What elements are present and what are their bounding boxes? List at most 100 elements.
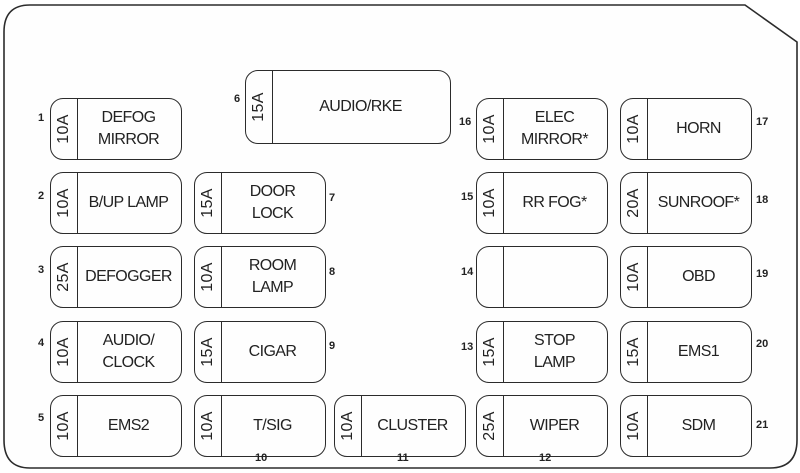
fuse-2: 10A B/UP LAMP — [50, 172, 182, 234]
fuse-17: 10A HORN — [620, 98, 752, 160]
fuse-amperage: 10A — [481, 188, 498, 218]
fuse-number: 2 — [38, 190, 45, 202]
fuse-number: 21 — [756, 419, 769, 431]
fuse-amperage-cell: 10A — [195, 247, 222, 307]
fuse-number: 9 — [329, 340, 336, 352]
fuse-number: 16 — [459, 116, 472, 128]
fuse-amperage-cell: 15A — [195, 322, 222, 382]
fuse-number: 20 — [756, 338, 769, 350]
fuse-amperage-cell: 10A — [335, 396, 362, 456]
fuse-amperage: 10A — [199, 262, 216, 292]
fuse-amperage-cell: 10A — [621, 99, 648, 159]
fuse-number: 17 — [756, 116, 769, 128]
fuse-circuit-label: RR FOG* — [522, 194, 587, 211]
fuse-3: 25A DEFOGGER — [50, 246, 182, 308]
fuse-amperage: 10A — [625, 411, 642, 441]
fuse-12: 25A WIPER — [476, 395, 608, 457]
fuse-number: 19 — [756, 268, 769, 280]
fuse-amperage-cell: 10A — [51, 173, 78, 233]
fuse-amperage: 10A — [55, 337, 72, 367]
fuse-4: 10A AUDIO/ CLOCK — [50, 321, 182, 383]
fuse-number: 11 — [397, 452, 409, 464]
fuse-circuit-label: WIPER — [529, 417, 580, 434]
fuse-amperage-cell: 10A — [195, 396, 222, 456]
fuse-amperage: 15A — [625, 337, 642, 367]
fuse-number: 4 — [38, 337, 45, 349]
fuse-amperage-cell — [477, 247, 504, 307]
fuse-circuit-label: B/UP LAMP — [88, 194, 169, 211]
fuse-number: 5 — [38, 412, 45, 424]
fuse-10: 10A T/SIG — [194, 395, 326, 457]
fuse-circuit-label: DEFOG MIRROR — [97, 109, 160, 148]
fuse-circuit-label — [504, 247, 605, 307]
fuse-15: 10A RR FOG* — [476, 172, 608, 234]
fuse-circuit-label: DOOR LOCK — [249, 183, 296, 222]
fuse-7: 15A DOOR LOCK — [194, 172, 326, 234]
fuse-amperage-cell: 15A — [477, 322, 504, 382]
fuse-number: 12 — [539, 452, 552, 464]
fuse-number: 1 — [38, 112, 45, 124]
fuse-circuit-label: CIGAR — [248, 343, 297, 360]
fuse-18: 20A SUNROOF* — [620, 172, 752, 234]
fuse-8: 10A ROOM LAMP — [194, 246, 326, 308]
fuse-amperage: 10A — [339, 411, 356, 441]
fuse-circuit-label: CLUSTER — [377, 417, 448, 434]
fuse-amperage-cell: 10A — [477, 173, 504, 233]
fuse-amperage-cell: 10A — [621, 247, 648, 307]
fuse-amperage-cell: 25A — [477, 396, 504, 456]
fuse-21: 10A SDM — [620, 395, 752, 457]
fuse-circuit-label: ELEC MIRROR* — [521, 109, 589, 148]
fuse-amperage: 10A — [625, 114, 642, 144]
fuse-amperage: 15A — [250, 92, 267, 122]
fuse-amperage-cell: 10A — [621, 396, 648, 456]
fuse-13: 15A STOP LAMP — [476, 321, 608, 383]
fuse-amperage: 20A — [625, 188, 642, 218]
fuse-circuit-label: EMS2 — [107, 417, 150, 434]
fuse-amperage-cell: 15A — [195, 173, 222, 233]
fuse-circuit-label: AUDIO/ CLOCK — [102, 332, 155, 371]
fuse-amperage: 10A — [625, 262, 642, 292]
fuse-amperage: 10A — [481, 114, 498, 144]
fuse-number: 3 — [38, 264, 45, 276]
fuse-circuit-label: SUNROOF* — [657, 194, 740, 211]
fuse-number: 6 — [234, 93, 241, 105]
fuse-19: 10A OBD — [620, 246, 752, 308]
fuse-amperage-cell: 25A — [51, 247, 78, 307]
fuse-number: 14 — [461, 266, 474, 278]
fuse-amperage-cell: 10A — [477, 99, 504, 159]
fuse-number: 13 — [461, 341, 474, 353]
fuse-5: 10A EMS2 — [50, 395, 182, 457]
fuse-number: 8 — [329, 266, 336, 278]
fuse-amperage-cell: 15A — [246, 71, 273, 143]
fuse-9: 15A CIGAR — [194, 321, 326, 383]
fuse-amperage: 10A — [55, 188, 72, 218]
fuse-circuit-label: ROOM LAMP — [248, 257, 297, 296]
fuse-amperage: 15A — [481, 337, 498, 367]
fuse-20: 15A EMS1 — [620, 321, 752, 383]
fuse-6: 15A AUDIO/RKE — [245, 70, 451, 144]
fuse-amperage: 25A — [481, 411, 498, 441]
fuse-circuit-label: EMS1 — [677, 343, 720, 360]
fuse-circuit-label: AUDIO/RKE — [319, 98, 402, 115]
fuse-11: 10A CLUSTER — [334, 395, 466, 457]
fuse-amperage: 10A — [55, 411, 72, 441]
fuse-amperage: 25A — [55, 262, 72, 292]
fuse-circuit-label: HORN — [676, 120, 721, 137]
fuse-circuit-label: STOP LAMP — [533, 332, 576, 371]
fuse-number: 18 — [756, 194, 769, 206]
fuse-amperage: 15A — [199, 188, 216, 218]
fuse-amperage-cell: 15A — [621, 322, 648, 382]
fuse-amperage: 15A — [199, 337, 216, 367]
fuse-amperage: 10A — [199, 411, 216, 441]
fuse-amperage-cell: 10A — [51, 99, 78, 159]
fuse-number: 7 — [329, 192, 336, 204]
fuse-circuit-label: T/SIG — [253, 417, 292, 434]
fuse-number: 15 — [461, 191, 474, 203]
fuse-1: 10A DEFOG MIRROR — [50, 98, 182, 160]
fuse-14 — [476, 246, 608, 308]
fuse-amperage-cell: 20A — [621, 173, 648, 233]
fuse-circuit-label: OBD — [682, 268, 715, 285]
fuse-circuit-label: DEFOGGER — [85, 268, 172, 285]
fuse-circuit-label: SDM — [681, 417, 716, 434]
fuse-amperage-cell: 10A — [51, 322, 78, 382]
